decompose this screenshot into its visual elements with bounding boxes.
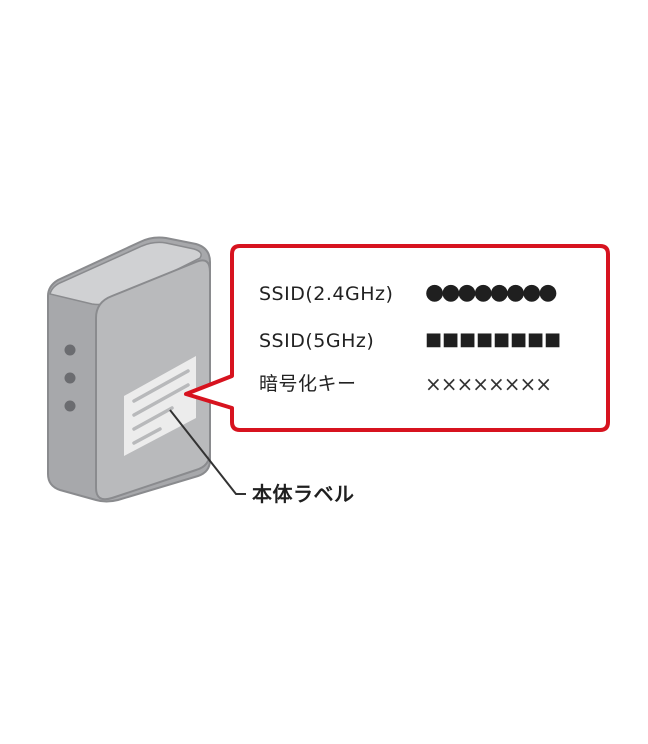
encryption-key-value: ×××××××× [425,372,552,396]
ssid-5ghz-label: SSID(5GHz) [259,330,375,352]
ssid-24ghz-value: ●●●●●●●● [425,280,558,305]
sticker-text-line [132,406,174,431]
led-indicator [64,400,76,412]
encryption-key-label: 暗号化キー [259,373,357,395]
ssid-5ghz-value: ■■■■■■■■ [425,329,562,350]
ssid-24ghz-label: SSID(2.4GHz) [259,283,394,305]
led-indicator [64,372,76,384]
sticker-text-line [132,369,190,403]
label-leader-line [169,409,246,495]
body-label-sticker [124,356,196,456]
led-indicator [64,344,76,356]
router-device [47,236,211,503]
body-label-caption: 本体ラベル [252,482,355,506]
sticker-text-line [132,383,190,417]
sticker-text-line [132,427,162,445]
callout-box [184,244,610,432]
